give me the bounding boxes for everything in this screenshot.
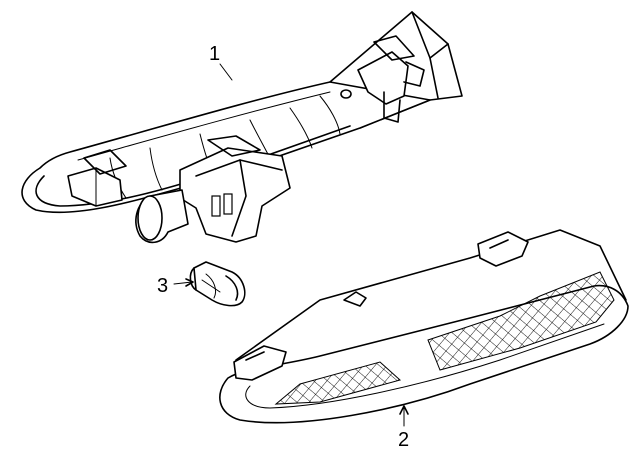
callout-1: 1	[209, 43, 220, 65]
leader-arrow-3	[185, 278, 194, 287]
leader-line-3	[173, 281, 193, 285]
callout-2: 2	[398, 429, 409, 451]
lamp-housing-part-1	[21, 11, 463, 244]
leader-line-1	[219, 63, 233, 81]
leader-arrow-2	[399, 405, 409, 415]
bulb-part-3	[189, 261, 246, 307]
lens-part-2	[219, 229, 629, 424]
callout-3: 3	[157, 275, 168, 297]
